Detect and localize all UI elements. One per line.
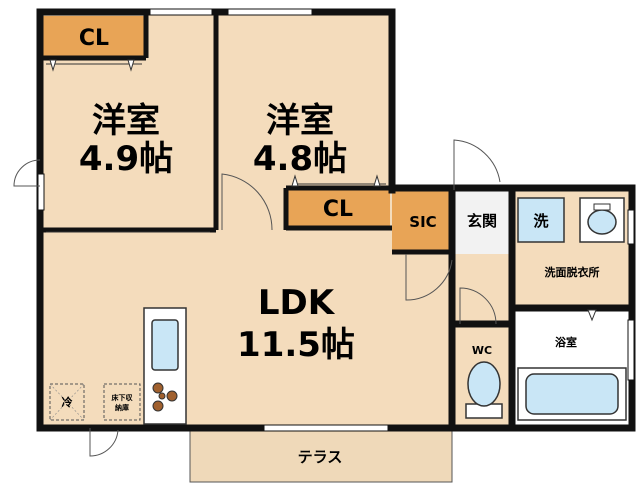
entrance-floor [454,190,510,254]
ldk-size: 11.5帖 [237,325,355,365]
entrance-label: 玄関 [467,212,497,230]
closet-left-label: CL [79,26,109,51]
washing-machine [517,197,565,243]
storage-label-2: 納庫 [115,403,129,412]
bedroom-left-size: 4.9帖 [79,139,173,179]
ldk-floor [40,230,452,426]
bedroom-left-name: 洋室 [92,101,160,141]
bedroom-right-size: 4.8帖 [253,139,347,179]
bath-label: 浴室 [555,335,577,349]
storage-label-1: 床下収 [112,393,134,402]
sic-label: SIC [409,213,436,231]
closet-right-label: CL [323,197,353,222]
hall-floor [454,254,512,324]
underfloor-storage [103,383,141,421]
fridge-label: 冷 [62,395,73,409]
stove-burners [152,382,178,412]
wc-label: WC [472,344,492,357]
fridge-space [49,383,85,421]
terrace-label: テラス [298,448,343,466]
washroom-label: 洗面脱衣所 [545,265,600,279]
closet-right [288,190,390,226]
sic-room [392,190,454,252]
ldk-name: LDK [258,283,336,323]
kitchen-sink [151,319,179,371]
terrace-floor [189,429,453,483]
washer-label: 洗 [533,212,548,230]
toilet-bowl [467,361,501,407]
closet-rails [46,59,386,233]
closet-left [42,16,144,56]
windows [37,8,635,432]
inner-walls [40,12,454,255]
door-swings [13,139,501,457]
bedroom-right-name: 洋室 [266,101,334,141]
